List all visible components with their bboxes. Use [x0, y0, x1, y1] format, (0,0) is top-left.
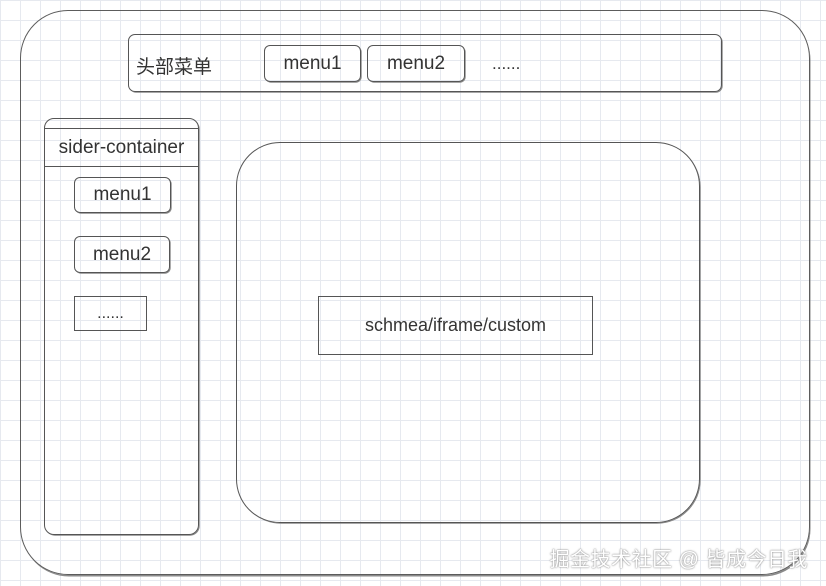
content-area-label: schmea/iframe/custom	[318, 296, 593, 355]
watermark-text: 掘金技术社区 @ 皆成今日我	[549, 549, 808, 571]
sider-menu-item-2: menu2	[74, 236, 170, 273]
content-area-frame	[236, 142, 700, 523]
header-menu-item-1: menu1	[264, 45, 361, 82]
sider-menu-item-1: menu1	[74, 177, 171, 213]
sider-container-title: sider-container	[44, 128, 199, 167]
header-menu-more: ......	[492, 54, 521, 73]
sider-menu-more: ......	[74, 296, 147, 331]
sider-container-frame	[44, 118, 199, 535]
header-menu-bar	[128, 34, 722, 92]
layout-outer-frame	[20, 10, 810, 575]
header-menu-title: 头部菜单	[136, 57, 213, 78]
header-menu-item-2: menu2	[367, 45, 465, 82]
